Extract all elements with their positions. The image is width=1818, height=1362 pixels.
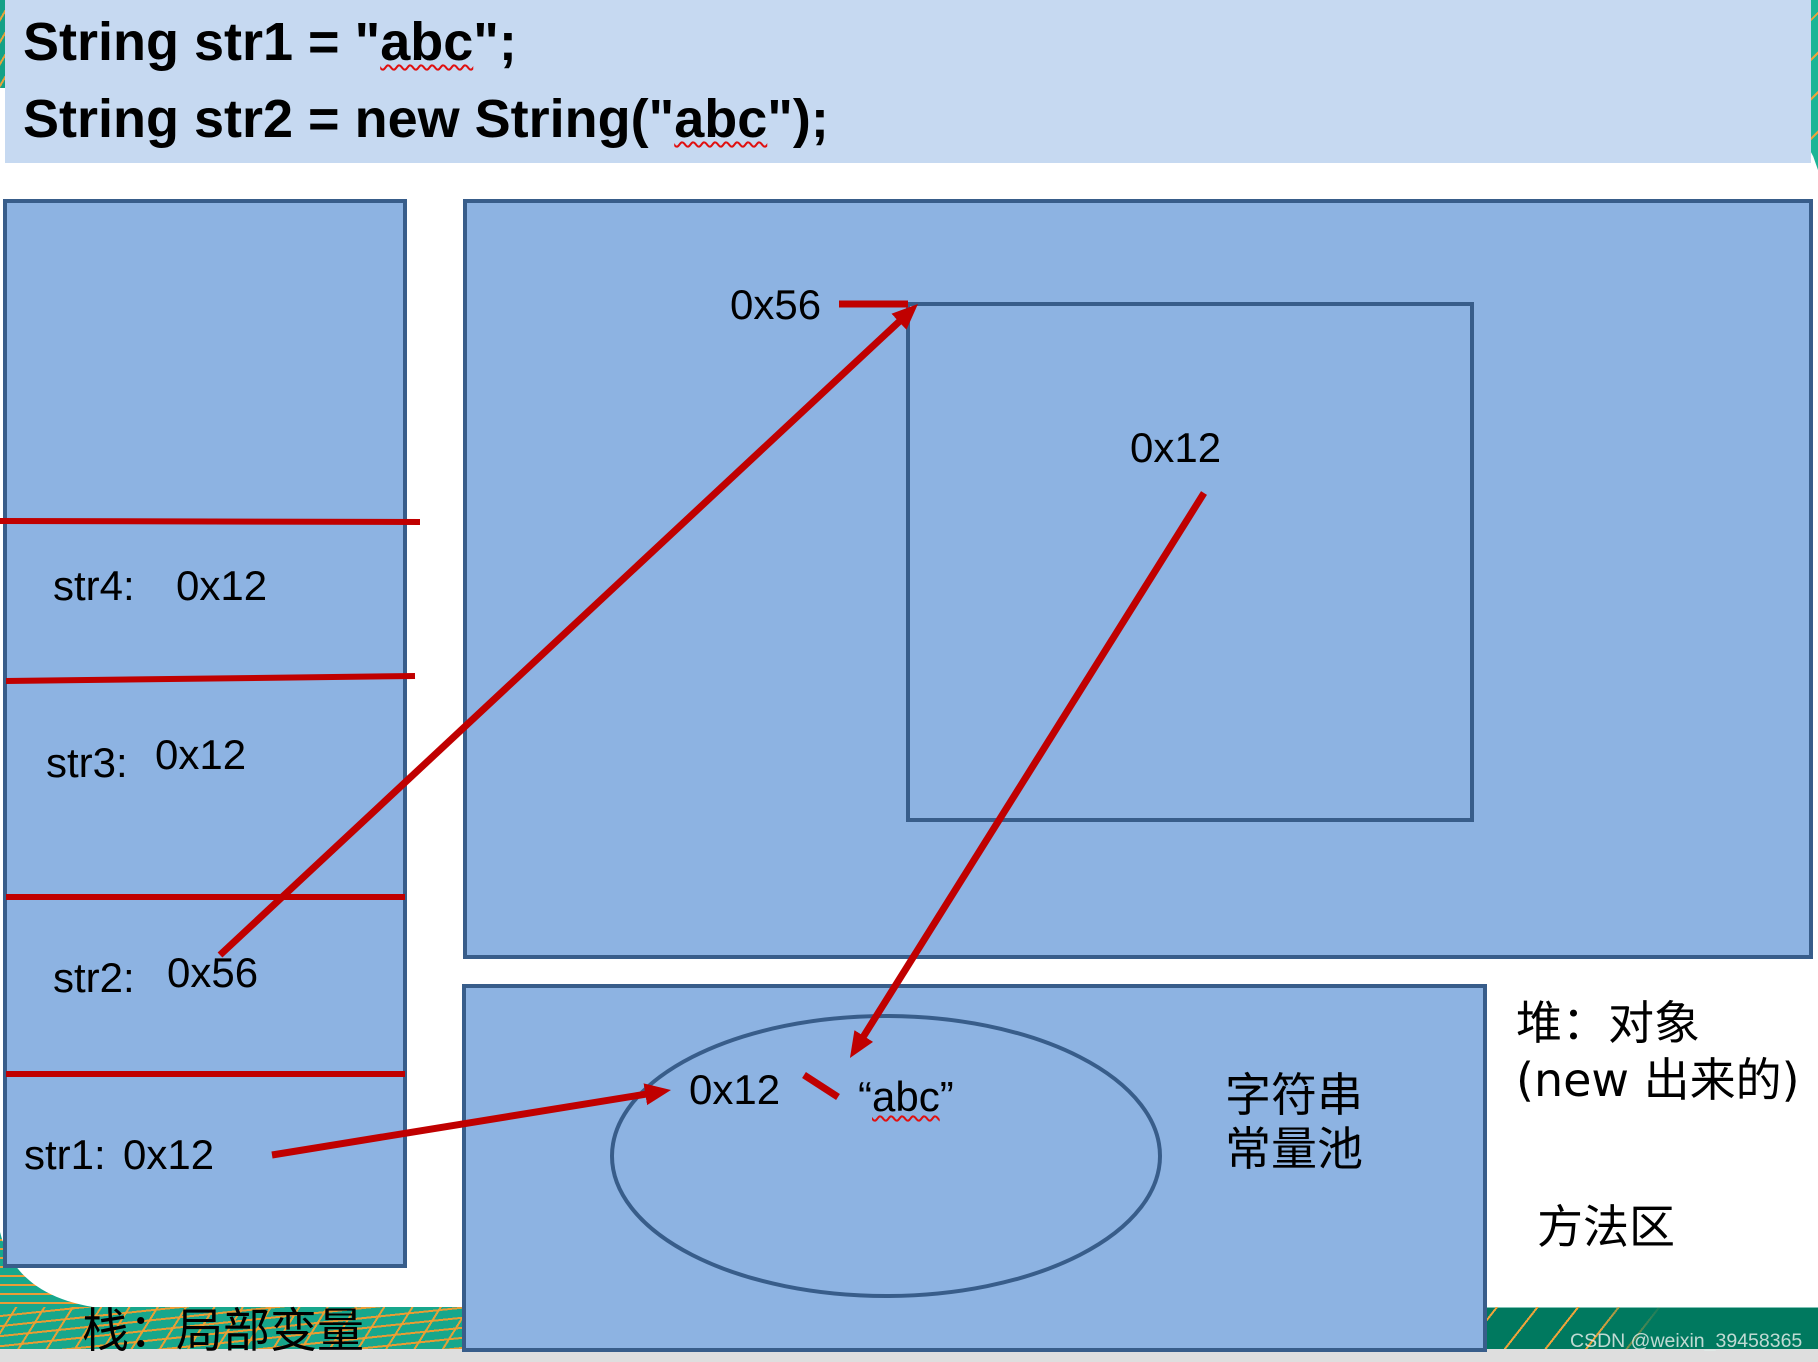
pool-entry-literal: “abc” <box>858 1076 954 1118</box>
pool-entry-open-quote: “ <box>858 1073 872 1120</box>
heap-caption-line-1: 堆：对象 <box>1516 996 1700 1050</box>
stack-slot-str1-value: 0x12 <box>123 1131 215 1178</box>
code-line-1: String str1 = "abc"; <box>23 15 517 69</box>
stack-slot-str2-value: 0x56 <box>167 949 259 996</box>
method-area-caption: 方法区 <box>1537 1200 1675 1254</box>
code-header: String str1 = "abc"; String str2 = new S… <box>5 0 1811 163</box>
code-line-2-literal: abc <box>674 89 768 149</box>
decorative-corner-top-left <box>0 0 8 88</box>
stack-slot-str4-name: str4: <box>53 562 135 609</box>
pool-entry-close-quote: ” <box>939 1073 954 1120</box>
string-object-box <box>906 302 1474 822</box>
stack-slot-str2-name: str2: <box>53 954 135 1001</box>
heap-caption-line-2: (new 出来的) <box>1516 1053 1800 1107</box>
pool-entry-address: 0x12 <box>689 1066 781 1113</box>
bottom-grey-strip <box>0 1349 1818 1362</box>
code-line-1-literal: abc <box>380 12 474 72</box>
decorative-stripes-bottom-right <box>1486 1307 1666 1349</box>
pool-label-line-1: 字符串 <box>1225 1068 1363 1122</box>
heap-object-field-value: 0x12 <box>1130 424 1222 471</box>
stack-slot-str3-value: 0x12 <box>155 731 247 778</box>
code-line-1-suffix: "; <box>473 12 517 72</box>
stack-slot-str4-value: 0x12 <box>176 562 268 609</box>
watermark: CSDN @weixin_39458365 <box>1570 1330 1803 1352</box>
code-line-2-prefix: String str2 = new String(" <box>23 89 675 149</box>
decorative-band-bottom-left <box>0 1307 470 1349</box>
code-line-2: String str2 = new String("abc"); <box>23 92 829 146</box>
pool-label-line-2: 常量池 <box>1225 1122 1363 1176</box>
stack-slot-str3-name: str3: <box>46 739 128 786</box>
stack-slot-str1-name: str1: <box>24 1131 106 1178</box>
pool-entry-literal-text: abc <box>872 1073 940 1120</box>
heap-object-address: 0x56 <box>730 281 822 328</box>
stack-caption: 栈：局部变量 <box>82 1304 364 1359</box>
code-line-2-suffix: "); <box>767 89 829 149</box>
code-line-1-prefix: String str1 = " <box>23 12 381 72</box>
